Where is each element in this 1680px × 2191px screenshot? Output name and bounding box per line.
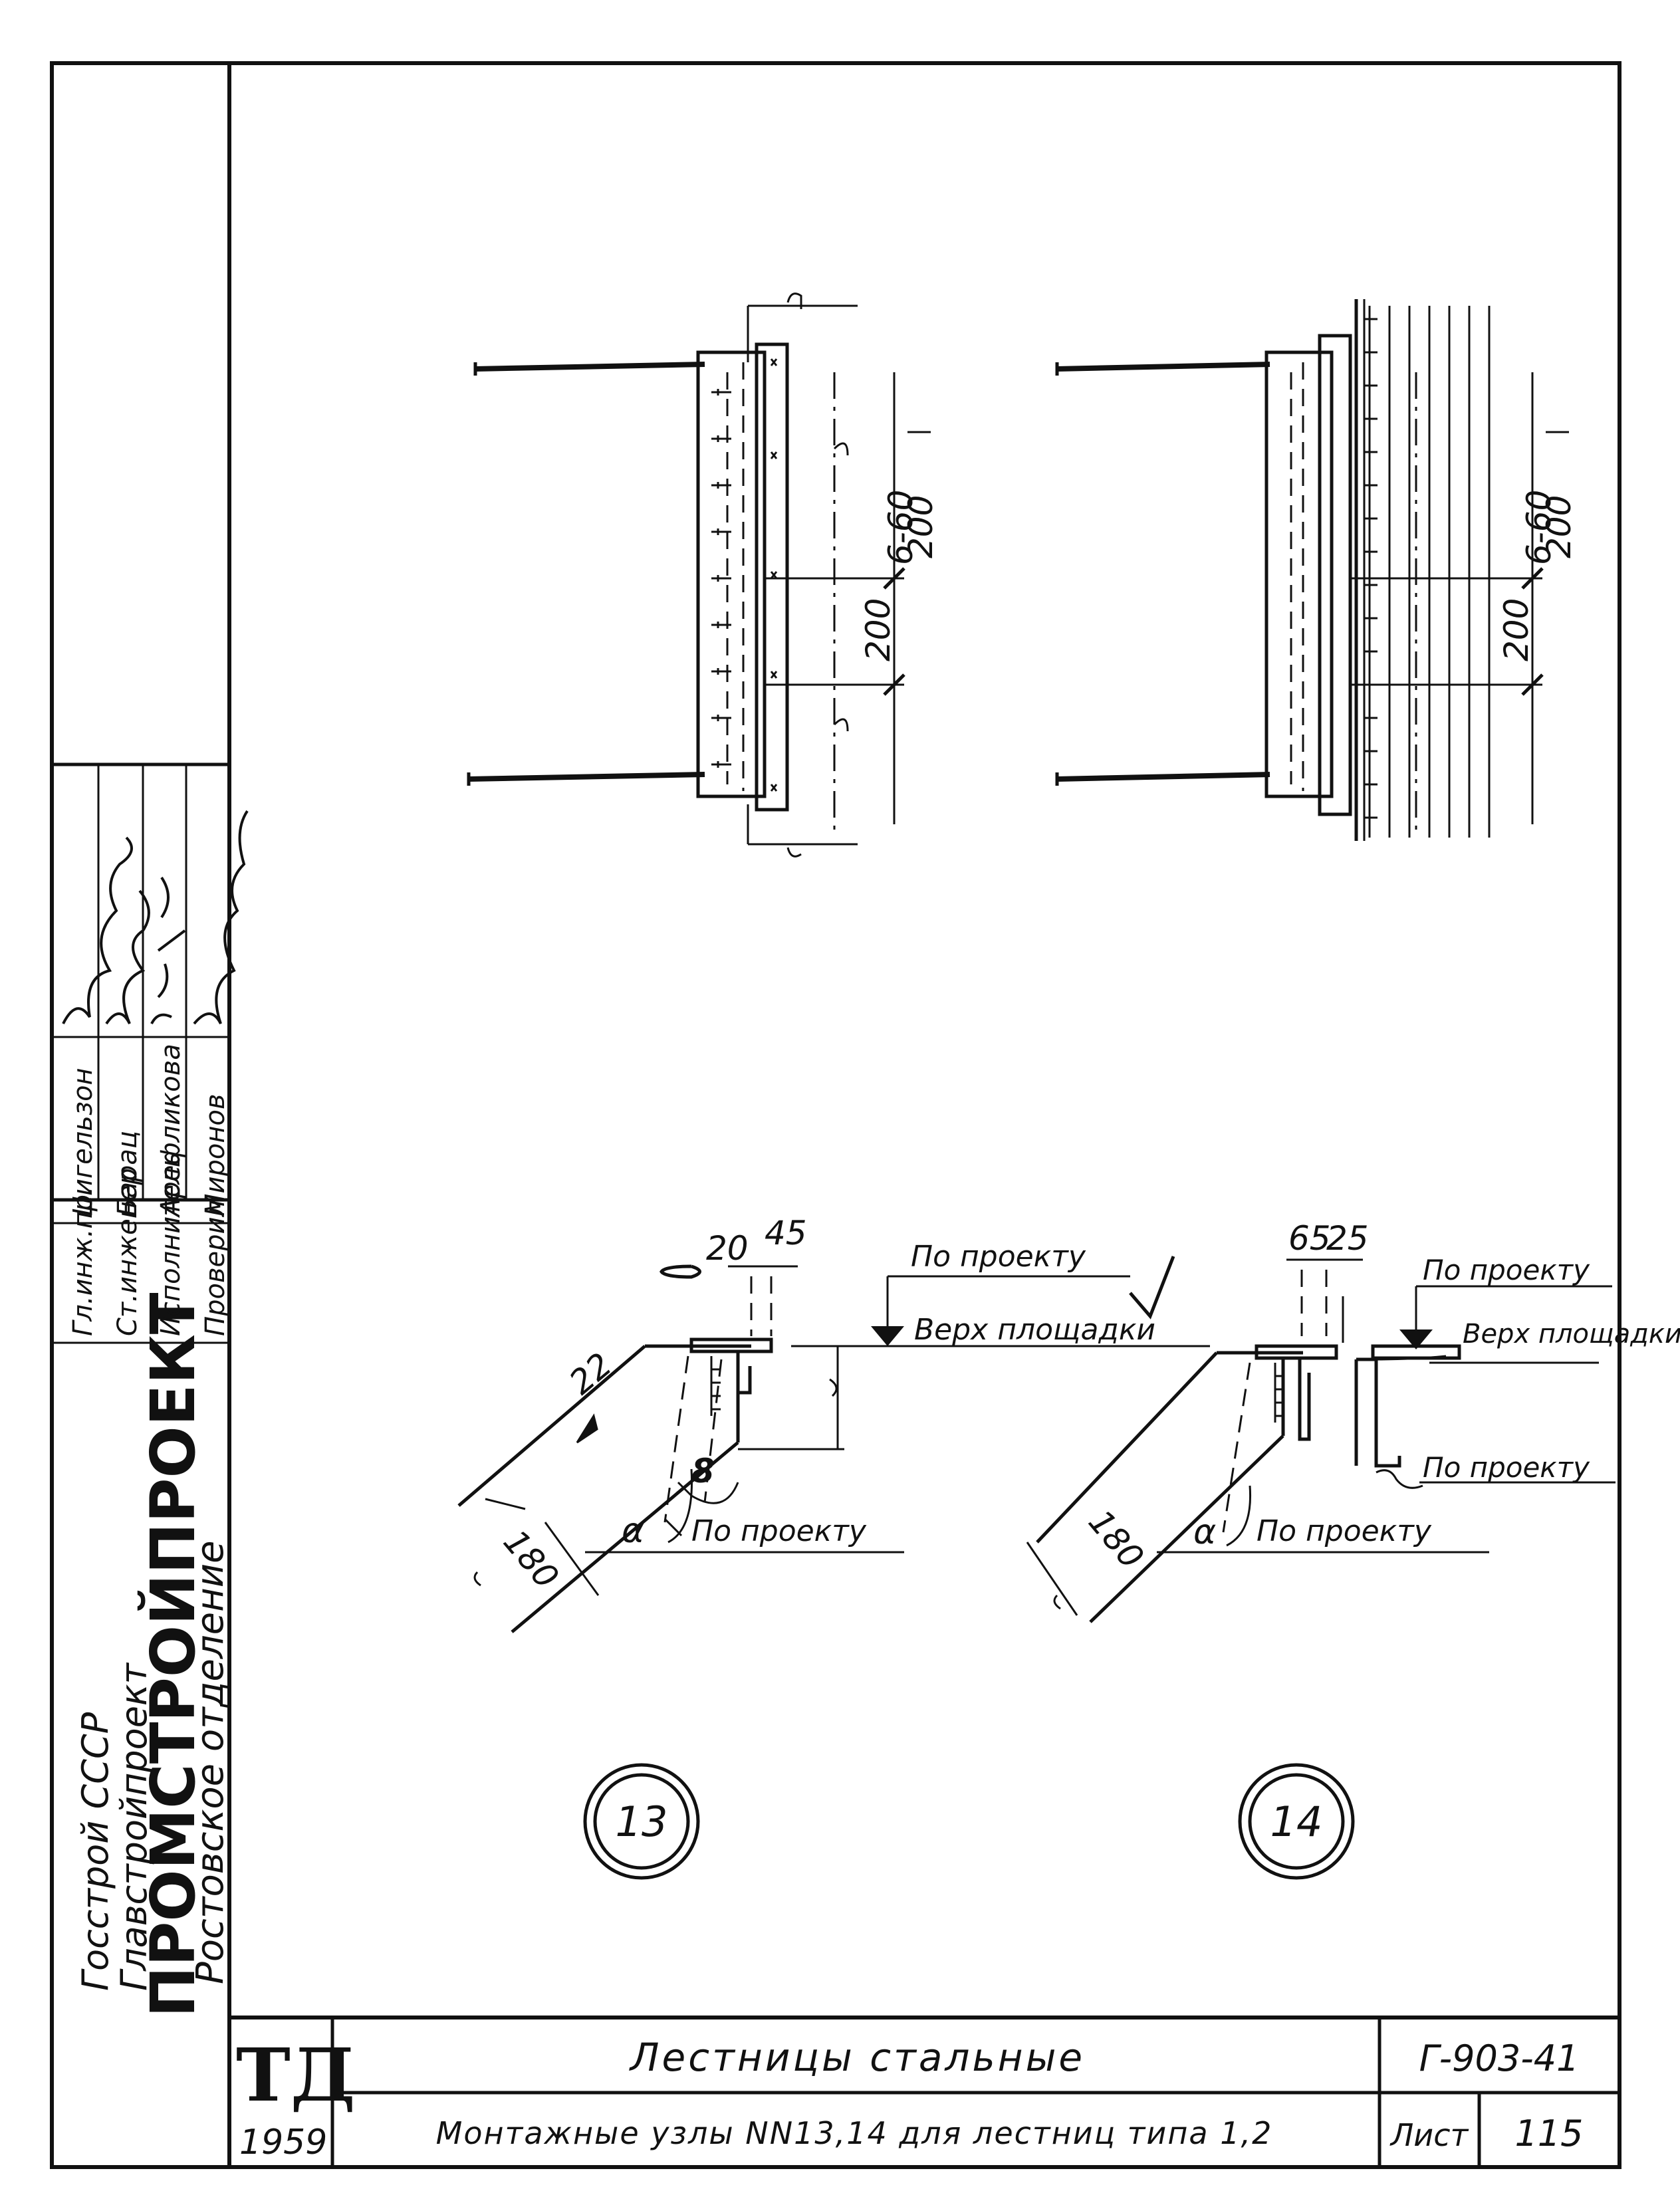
sheet-number: 115 bbox=[1514, 2113, 1583, 2154]
node-14-marker: 14 bbox=[1238, 1763, 1355, 1880]
n13-note-proekt-top: По проекту bbox=[911, 1240, 1086, 1274]
tl-dim-200-a: 200 bbox=[901, 495, 940, 558]
node-13-detail: 22 180 8 20 45 По проекту Верх площадки … bbox=[457, 1214, 1210, 1633]
n13-angle: α bbox=[622, 1511, 644, 1551]
n14-note-verkh: Верх площадки bbox=[1463, 1319, 1680, 1349]
title-block: ТД 1959 Лестницы стальные Монтажные узлы… bbox=[229, 2016, 1621, 2167]
n14-note-proekt-top: По проекту bbox=[1423, 1254, 1590, 1286]
n13-dim-45: 45 bbox=[765, 1214, 807, 1252]
n13-note-verkh: Верх площадки bbox=[914, 1313, 1155, 1347]
n14-dim-25: 25 bbox=[1326, 1219, 1369, 1258]
tr-dim-200-a: 200 bbox=[1540, 495, 1578, 558]
node-14-detail: 65 25 По проекту Верх площадки По проект… bbox=[1026, 1219, 1680, 1623]
sheet-label: Лист bbox=[1389, 2117, 1469, 2153]
org-branch: Ростовское отделение bbox=[189, 1540, 232, 1984]
n13-dim-22: 22 bbox=[562, 1345, 619, 1402]
role-chief: Гл.инж.пр. bbox=[68, 1186, 98, 1336]
org-line2: Главстройпроект bbox=[113, 1662, 155, 1991]
surname-executor: Арефликова bbox=[156, 1044, 186, 1218]
handwritten-signatures bbox=[62, 810, 249, 1025]
tr-dim-200-b: 200 bbox=[1497, 598, 1536, 661]
tl-dim-6-60: 6-60 bbox=[882, 490, 920, 565]
n14-angle: α bbox=[1193, 1512, 1216, 1552]
sheet-frame bbox=[50, 61, 1621, 2169]
grating-bars bbox=[1364, 306, 1491, 838]
node-14-label: 14 bbox=[1270, 1797, 1323, 1846]
top-left-detail: 6-60 200 200 bbox=[467, 292, 940, 858]
node-13-label: 13 bbox=[616, 1797, 668, 1846]
n13-dim-180: 180 bbox=[496, 1522, 566, 1595]
role-senior: Ст.инженер bbox=[112, 1168, 143, 1336]
td-logo: ТД bbox=[236, 2032, 356, 2118]
n13-dim-20: 20 bbox=[706, 1229, 749, 1268]
n14-note-proekt-bottom: По проекту bbox=[1257, 1514, 1432, 1548]
drawing-code: Г-903-41 bbox=[1419, 2037, 1580, 2079]
n14-dim-180: 180 bbox=[1081, 1502, 1151, 1575]
org-name: ПРОМСТРОЙПРОЕКТ bbox=[137, 1292, 209, 2018]
node-13-marker: 13 bbox=[583, 1763, 700, 1880]
role-executor: Исполнитель bbox=[156, 1152, 186, 1336]
role-checker: Проверил bbox=[200, 1200, 231, 1336]
left-stamp: Госстрой СССР Главстройпроект ПРОМСТРОЙП… bbox=[52, 762, 249, 2018]
top-right-detail: 6-60 200 200 bbox=[1055, 299, 1578, 841]
tl-dim-200-b: 200 bbox=[859, 598, 898, 661]
sheet-title: Лестницы стальные bbox=[629, 2035, 1085, 2080]
surname-senior: Барац bbox=[112, 1131, 143, 1216]
org-line1: Госстрой СССР bbox=[74, 1712, 116, 1991]
surname-checker: Миронов bbox=[200, 1094, 231, 1216]
n14-note-proekt-right: По проекту bbox=[1423, 1451, 1590, 1484]
n14-dim-65: 65 bbox=[1288, 1219, 1331, 1258]
tr-dim-6-60: 6-60 bbox=[1520, 490, 1558, 565]
surname-chief: Цигельзон bbox=[68, 1068, 98, 1216]
sheet-subtitle: Монтажные узлы NN13,14 для лестниц типа … bbox=[436, 2115, 1273, 2151]
n13-dim-8: 8 bbox=[691, 1452, 715, 1490]
year: 1959 bbox=[239, 2123, 327, 2162]
n13-note-proekt-bottom: По проекту bbox=[691, 1514, 867, 1548]
